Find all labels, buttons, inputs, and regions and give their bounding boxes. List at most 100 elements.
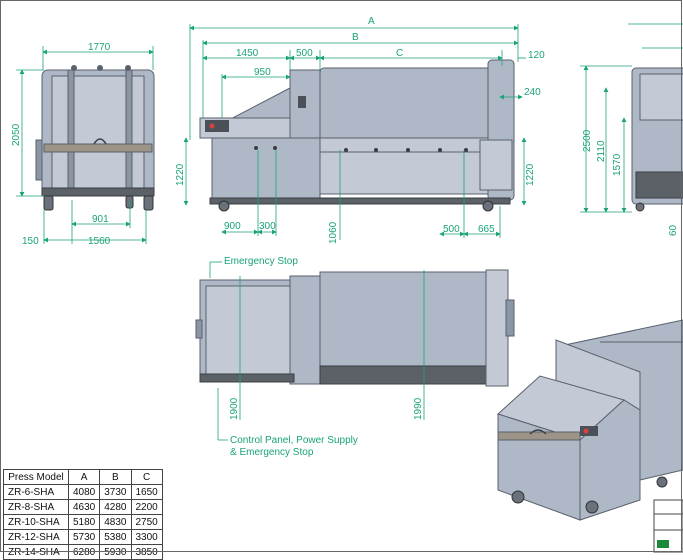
spec-table-header: Press Model A B C bbox=[3, 469, 163, 485]
iso-handle bbox=[529, 429, 547, 435]
rear-view-wheel bbox=[635, 202, 645, 212]
rear-view-upper bbox=[639, 73, 683, 121]
top-collar bbox=[289, 275, 323, 385]
dim-C: C bbox=[396, 48, 403, 59]
iso-wheel-3 bbox=[656, 476, 668, 488]
dim-500-bottom: 500 bbox=[443, 224, 460, 235]
end-view-side-box bbox=[35, 139, 43, 181]
isometric-view bbox=[497, 319, 683, 521]
iso-emergency-stop bbox=[583, 428, 589, 434]
bolt-row bbox=[254, 146, 468, 152]
end-view-wheel-left bbox=[43, 195, 54, 211]
front-wheel bbox=[218, 200, 230, 212]
value-cell: 5930 bbox=[99, 544, 132, 560]
rear-partial-view: 2500 2110 1570 60 bbox=[580, 23, 683, 236]
dim-500-top: 500 bbox=[296, 48, 313, 59]
spec-table: Press Model A B C ZR-6-SHA 4080 3730 165… bbox=[3, 469, 163, 560]
value-cell: 4080 bbox=[67, 484, 101, 500]
dim-1220-right: 1220 bbox=[525, 163, 536, 186]
value-cell: 4280 bbox=[99, 499, 132, 515]
header-model: Press Model bbox=[3, 469, 69, 485]
end-view-band bbox=[43, 143, 153, 153]
value-cell: 5730 bbox=[67, 529, 101, 545]
value-cell: 3850 bbox=[130, 544, 163, 560]
model-cell: ZR-6-SHA bbox=[3, 484, 69, 500]
rear-hinge-box bbox=[479, 139, 513, 191]
value-cell: 4630 bbox=[67, 499, 101, 515]
top-hopper-skirt bbox=[199, 373, 295, 383]
side-elevation-view: A B 1450 500 C 120 950 240 1220 1220 bbox=[175, 16, 545, 244]
value-cell: 4830 bbox=[99, 514, 132, 530]
dim-end-offset: 150 bbox=[22, 236, 39, 247]
dim-end-width: 1770 bbox=[88, 42, 111, 53]
value-cell: 5180 bbox=[67, 514, 101, 530]
note-control-panel-2: & Emergency Stop bbox=[230, 447, 314, 458]
container-lower bbox=[319, 151, 489, 195]
model-cell: ZR-12-SHA bbox=[3, 529, 69, 545]
chassis-rail bbox=[209, 197, 511, 205]
dim-950: 950 bbox=[254, 67, 271, 78]
iso-control-box bbox=[580, 426, 598, 436]
header-B: B bbox=[99, 469, 132, 485]
dim-end-height: 2050 bbox=[11, 123, 22, 146]
dim-1450: 1450 bbox=[236, 48, 259, 59]
model-cell: ZR-8-SHA bbox=[3, 499, 69, 515]
dim-end-wheelbase: 901 bbox=[92, 214, 109, 225]
value-cell: 3730 bbox=[99, 484, 132, 500]
end-view-lug-2 bbox=[97, 65, 103, 71]
compactor-block bbox=[211, 137, 321, 201]
rear-view-lower bbox=[635, 171, 683, 199]
table-row: ZR-14-SHA 6280 5930 3850 bbox=[3, 544, 163, 560]
top-rear-door bbox=[485, 269, 509, 387]
end-view-wheel-mid bbox=[125, 195, 134, 209]
dim-1990: 1990 bbox=[413, 397, 424, 420]
dim-1570: 1570 bbox=[612, 153, 623, 176]
dim-1220-left: 1220 bbox=[175, 163, 186, 186]
dim-2500: 2500 bbox=[582, 129, 593, 152]
header-A: A bbox=[67, 469, 101, 485]
value-cell: 3300 bbox=[130, 529, 163, 545]
value-cell: 6280 bbox=[67, 544, 101, 560]
value-cell: 1650 bbox=[130, 484, 163, 500]
iso-band bbox=[497, 431, 581, 441]
end-view-lug-3 bbox=[125, 65, 131, 71]
iso-wheel-1 bbox=[511, 490, 525, 504]
dim-300: 300 bbox=[259, 221, 276, 232]
end-view-rail-right bbox=[125, 69, 133, 197]
company-logo bbox=[657, 540, 669, 548]
top-hopper-inner bbox=[205, 285, 291, 375]
dim-665: 665 bbox=[478, 224, 495, 235]
end-view-base bbox=[41, 187, 155, 197]
header-C: C bbox=[130, 469, 163, 485]
title-block bbox=[653, 499, 683, 553]
table-row: ZR-10-SHA 5180 4830 2750 bbox=[3, 514, 163, 530]
dim-B: B bbox=[352, 32, 359, 43]
model-cell: ZR-14-SHA bbox=[3, 544, 69, 560]
rear-wheel bbox=[482, 200, 494, 212]
end-view-handle bbox=[93, 138, 107, 145]
dim-2110: 2110 bbox=[596, 140, 607, 162]
top-rear-handle bbox=[505, 299, 515, 337]
value-cell: 5380 bbox=[99, 529, 132, 545]
value-cell: 2750 bbox=[130, 514, 163, 530]
end-view-wheel-right bbox=[143, 195, 154, 211]
end-view: 1770 2050 901 1560 150 bbox=[11, 42, 155, 247]
value-cell: 2200 bbox=[130, 499, 163, 515]
dim-900: 900 bbox=[224, 221, 241, 232]
iso-wheel-2 bbox=[585, 500, 599, 514]
top-front-handle bbox=[195, 319, 203, 339]
model-cell: ZR-10-SHA bbox=[3, 514, 69, 530]
control-box bbox=[205, 120, 229, 132]
emergency-stop-button bbox=[209, 123, 215, 129]
dim-240: 240 bbox=[524, 87, 541, 98]
dim-120: 120 bbox=[528, 50, 545, 61]
top-container-side bbox=[319, 365, 507, 385]
top-view: Emergency Stop 1900 1990 Control Panel, … bbox=[195, 256, 515, 458]
table-row: ZR-6-SHA 4080 3730 1650 bbox=[3, 484, 163, 500]
note-emergency-stop: Emergency Stop bbox=[224, 256, 298, 267]
table-row: ZR-12-SHA 5730 5380 3300 bbox=[3, 529, 163, 545]
hopper-vent bbox=[298, 96, 306, 108]
end-view-lug-1 bbox=[71, 65, 77, 71]
dim-1900: 1900 bbox=[229, 397, 240, 420]
